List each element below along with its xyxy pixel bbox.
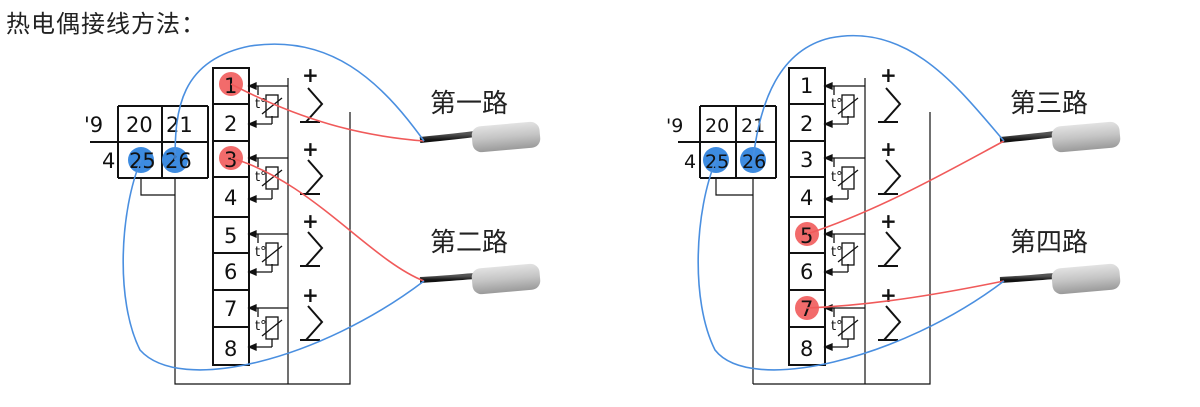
terminal-1: 1 [224,74,237,98]
channel-label-2: 第二路 [430,228,508,258]
svg-text:t°: t° [831,319,843,334]
right-probe-3 [999,121,1121,153]
svg-text:t°: t° [831,170,843,185]
svg-text:+: + [880,283,897,307]
svg-text:+: + [302,137,319,161]
module-label-20-right: 20 [705,115,729,137]
left-channel-symbols [247,82,288,351]
terminal-5: 5 [224,224,237,248]
terminal-8: 8 [224,337,237,361]
module-label-19: '9 [84,113,103,137]
terminal-8-right: 8 [800,337,813,361]
right-channel-symbols [823,82,865,351]
svg-text:+: + [880,137,897,161]
svg-text:t°: t° [255,319,267,334]
module-label-19-right: '9 [666,115,683,137]
right-terminal-strip: 1 2 3 4 5 6 7 8 [788,67,826,366]
terminal-2: 2 [224,112,237,136]
terminal-3-right: 3 [800,148,813,172]
right-polarity-labels: + + + + [880,63,897,307]
terminal-4-right: 4 [800,186,813,210]
right-wires [697,34,1005,371]
module-label-21: 21 [166,113,193,137]
svg-text:+: + [880,209,897,233]
channel-label-1: 第一路 [430,89,508,119]
module-label-25: 25 [129,149,156,173]
module-label-20: 20 [126,113,153,137]
right-probe-4 [999,263,1121,295]
channel-label-4: 第四路 [1010,228,1088,258]
module-label-4-right: 4 [684,151,696,173]
svg-text:t°: t° [831,97,843,112]
right-thermocouple-symbols [878,87,902,341]
terminal-7: 7 [224,297,237,321]
module-label-25-right: 25 [705,151,729,173]
module-label-4: 4 [102,149,115,173]
terminal-2-right: 2 [800,112,813,136]
terminal-1-right: 1 [800,74,813,98]
left-wires [122,43,425,371]
left-probe-1 [419,121,541,153]
page-title: 热电偶接线方法： [6,10,206,38]
terminal-4: 4 [224,186,237,210]
right-diagram: '9 20 21 4 25 26 1 2 3 4 5 [666,34,1121,385]
svg-text:t°: t° [255,97,267,112]
left-probe-2 [419,263,541,295]
svg-text:+: + [302,209,319,233]
left-temp-symbols: t° t° t° t° [255,97,267,334]
svg-text:t°: t° [831,245,843,260]
module-label-26-right: 26 [742,151,766,173]
svg-text:t°: t° [255,245,267,260]
terminal-7-right: 7 [800,297,813,321]
svg-text:+: + [880,63,897,87]
svg-text:+: + [302,63,319,87]
terminal-6: 6 [224,260,237,284]
module-label-26: 26 [165,149,192,173]
module-label-21-right: 21 [741,115,765,137]
terminal-3: 3 [224,148,237,172]
left-polarity-labels: + + + + [302,63,319,307]
right-module-block: '9 20 21 4 25 26 [666,78,931,385]
left-terminal-strip: 1 2 3 4 5 6 7 8 [212,67,250,366]
channel-label-3: 第三路 [1010,89,1088,119]
svg-text:+: + [302,283,319,307]
svg-text:t°: t° [255,170,267,185]
right-temp-symbols: t° t° t° t° [831,97,843,334]
left-diagram: '9 20 21 4 25 26 1 2 3 4 [84,43,541,385]
terminal-5-right: 5 [800,224,813,248]
terminal-6-right: 6 [800,260,813,284]
